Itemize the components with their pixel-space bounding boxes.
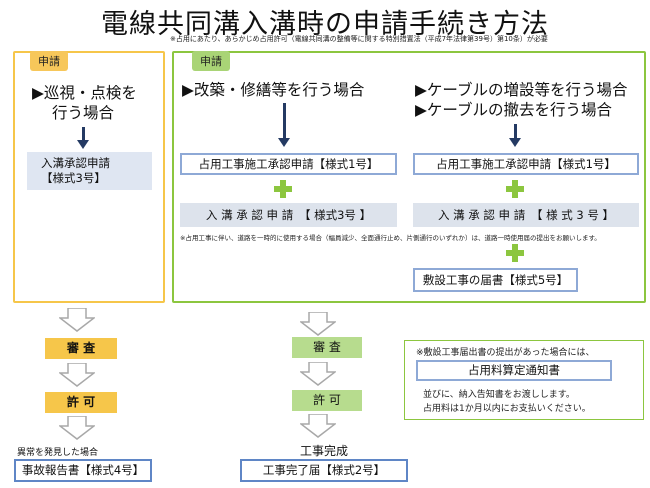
gray-arrow-icon — [300, 414, 336, 438]
left-application-box: 入溝承認申請 【様式3号】 — [27, 152, 152, 190]
col2-heading-line1: ▶ケーブルの増設等を行う場合 — [415, 81, 628, 99]
top-note: ※占用にあたり、あらかじめ占用許可（電線共同溝の整備等に関する特別措置法（平成7… — [170, 35, 548, 43]
left-box-line1: 入溝承認申請 — [41, 156, 110, 170]
arrow-shaft — [283, 103, 286, 139]
arrow-head — [278, 138, 290, 147]
abnormal-label: 異常を発見した場合 — [17, 448, 99, 458]
left-heading-line1: ▶巡視・点検を — [32, 84, 137, 102]
info-line2: 並びに、納入告知書をお渡しします。 — [423, 390, 575, 400]
gray-arrow-icon — [59, 308, 95, 332]
left-panel-tag: 申請 — [30, 51, 68, 71]
arrow-shaft — [82, 127, 85, 141]
left-heading-line2: 行う場合 — [52, 104, 115, 122]
page-title: 電線共同溝入溝時の申請手続き方法 — [101, 9, 549, 40]
col2-heading-line2: ▶ケーブルの撤去を行う場合 — [415, 101, 612, 119]
gray-arrow-icon — [300, 312, 336, 336]
mid-review-step: 審 査 — [292, 337, 362, 358]
col2-entry-approval-box: 入 溝 承 認 申 請 【 様 式 3 号 】 — [413, 203, 639, 227]
completion-notice-box: 工事完了届【様式2号】 — [240, 459, 408, 482]
col1-entry-approval-box: 入 溝 承 認 申 請 【 様式3号 】 — [180, 203, 397, 227]
arrow-shaft — [514, 124, 517, 139]
gray-arrow-icon — [59, 363, 95, 387]
col2-construction-approval-box: 占用工事施工承認申請【様式1号】 — [413, 153, 639, 175]
arrow-head — [77, 140, 89, 149]
right-panel-tag: 申請 — [192, 51, 230, 71]
plus-icon — [506, 180, 524, 198]
info-line3: 占用料は1か月以内にお支払いください。 — [423, 404, 591, 414]
fee-notice-box: 占用料算定通知書 — [416, 360, 612, 381]
gray-arrow-icon — [59, 416, 95, 440]
accident-report-box: 事故報告書【様式4号】 — [14, 459, 152, 482]
plus-icon — [506, 244, 524, 262]
info-line1: ※敷設工事届出書の提出があった場合には、 — [416, 348, 595, 358]
col1-heading: ▶改築・修繕等を行う場合 — [182, 81, 365, 99]
right-panel — [172, 51, 646, 303]
gray-arrow-icon — [300, 362, 336, 386]
plus-icon — [274, 180, 292, 198]
arrow-head — [509, 138, 521, 147]
mid-permit-step: 許 可 — [292, 390, 362, 411]
col1-construction-approval-box: 占用工事施工承認申請【様式1号】 — [180, 153, 397, 175]
road-use-note: ※占用工事に伴い、道路を一時的に使用する場合（幅員減少、全面通行止め、片側通行の… — [180, 234, 601, 242]
construction-complete-label: 工事完成 — [300, 444, 349, 458]
left-box-line2: 【様式3号】 — [41, 171, 106, 185]
col2-laying-notice-box: 敷設工事の届書【様式5号】 — [413, 268, 578, 292]
left-review-step: 審 査 — [45, 338, 117, 359]
left-panel — [13, 51, 165, 303]
left-permit-step: 許 可 — [45, 392, 117, 413]
